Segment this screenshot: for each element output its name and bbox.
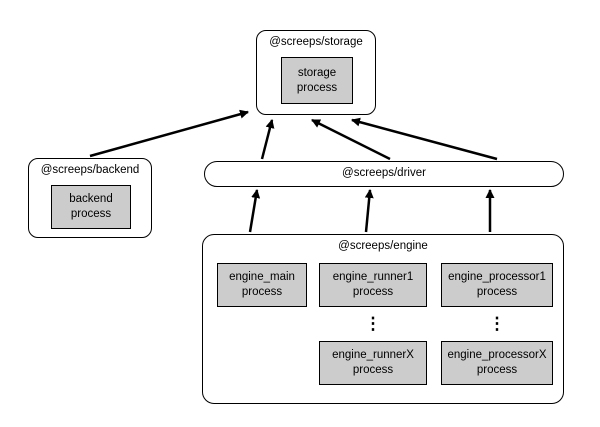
backend-process-box: backend process xyxy=(51,185,131,229)
backend-node-label: @screeps/backend xyxy=(40,164,140,176)
engine-processorX-process-box: engine_processorX process xyxy=(441,341,553,385)
arrow-engine-left-to-driver xyxy=(248,189,261,233)
arrow-driver-right-to-storage xyxy=(351,117,498,161)
arrow-driver-mid-to-storage xyxy=(311,118,391,161)
engine-node: @screeps/engine engine_main process engi… xyxy=(202,234,564,404)
runner-ellipsis: ⋮ xyxy=(364,314,382,333)
storage-node-label: @screeps/storage xyxy=(269,36,363,48)
arrow-engine-mid-to-driver xyxy=(364,189,374,233)
storage-node: @screeps/storage storage process xyxy=(256,30,376,115)
arrow-driver-left-to-storage xyxy=(260,119,275,160)
backend-node: @screeps/backend backend process xyxy=(28,158,152,238)
engine-runnerX-process-box: engine_runnerX process xyxy=(319,341,427,385)
engine-runner1-process-box: engine_runner1 process xyxy=(319,263,427,307)
engine-node-label: @screeps/engine xyxy=(338,240,428,252)
engine-processor1-process-box: engine_processor1 process xyxy=(441,263,553,307)
storage-process-box: storage process xyxy=(281,57,353,104)
engine-main-process-box: engine_main process xyxy=(217,263,307,307)
driver-node: @screeps/driver xyxy=(204,161,564,187)
processor-ellipsis: ⋮ xyxy=(488,314,506,333)
arrow-backend-to-storage xyxy=(89,109,249,158)
driver-node-label: @screeps/driver xyxy=(342,167,426,180)
